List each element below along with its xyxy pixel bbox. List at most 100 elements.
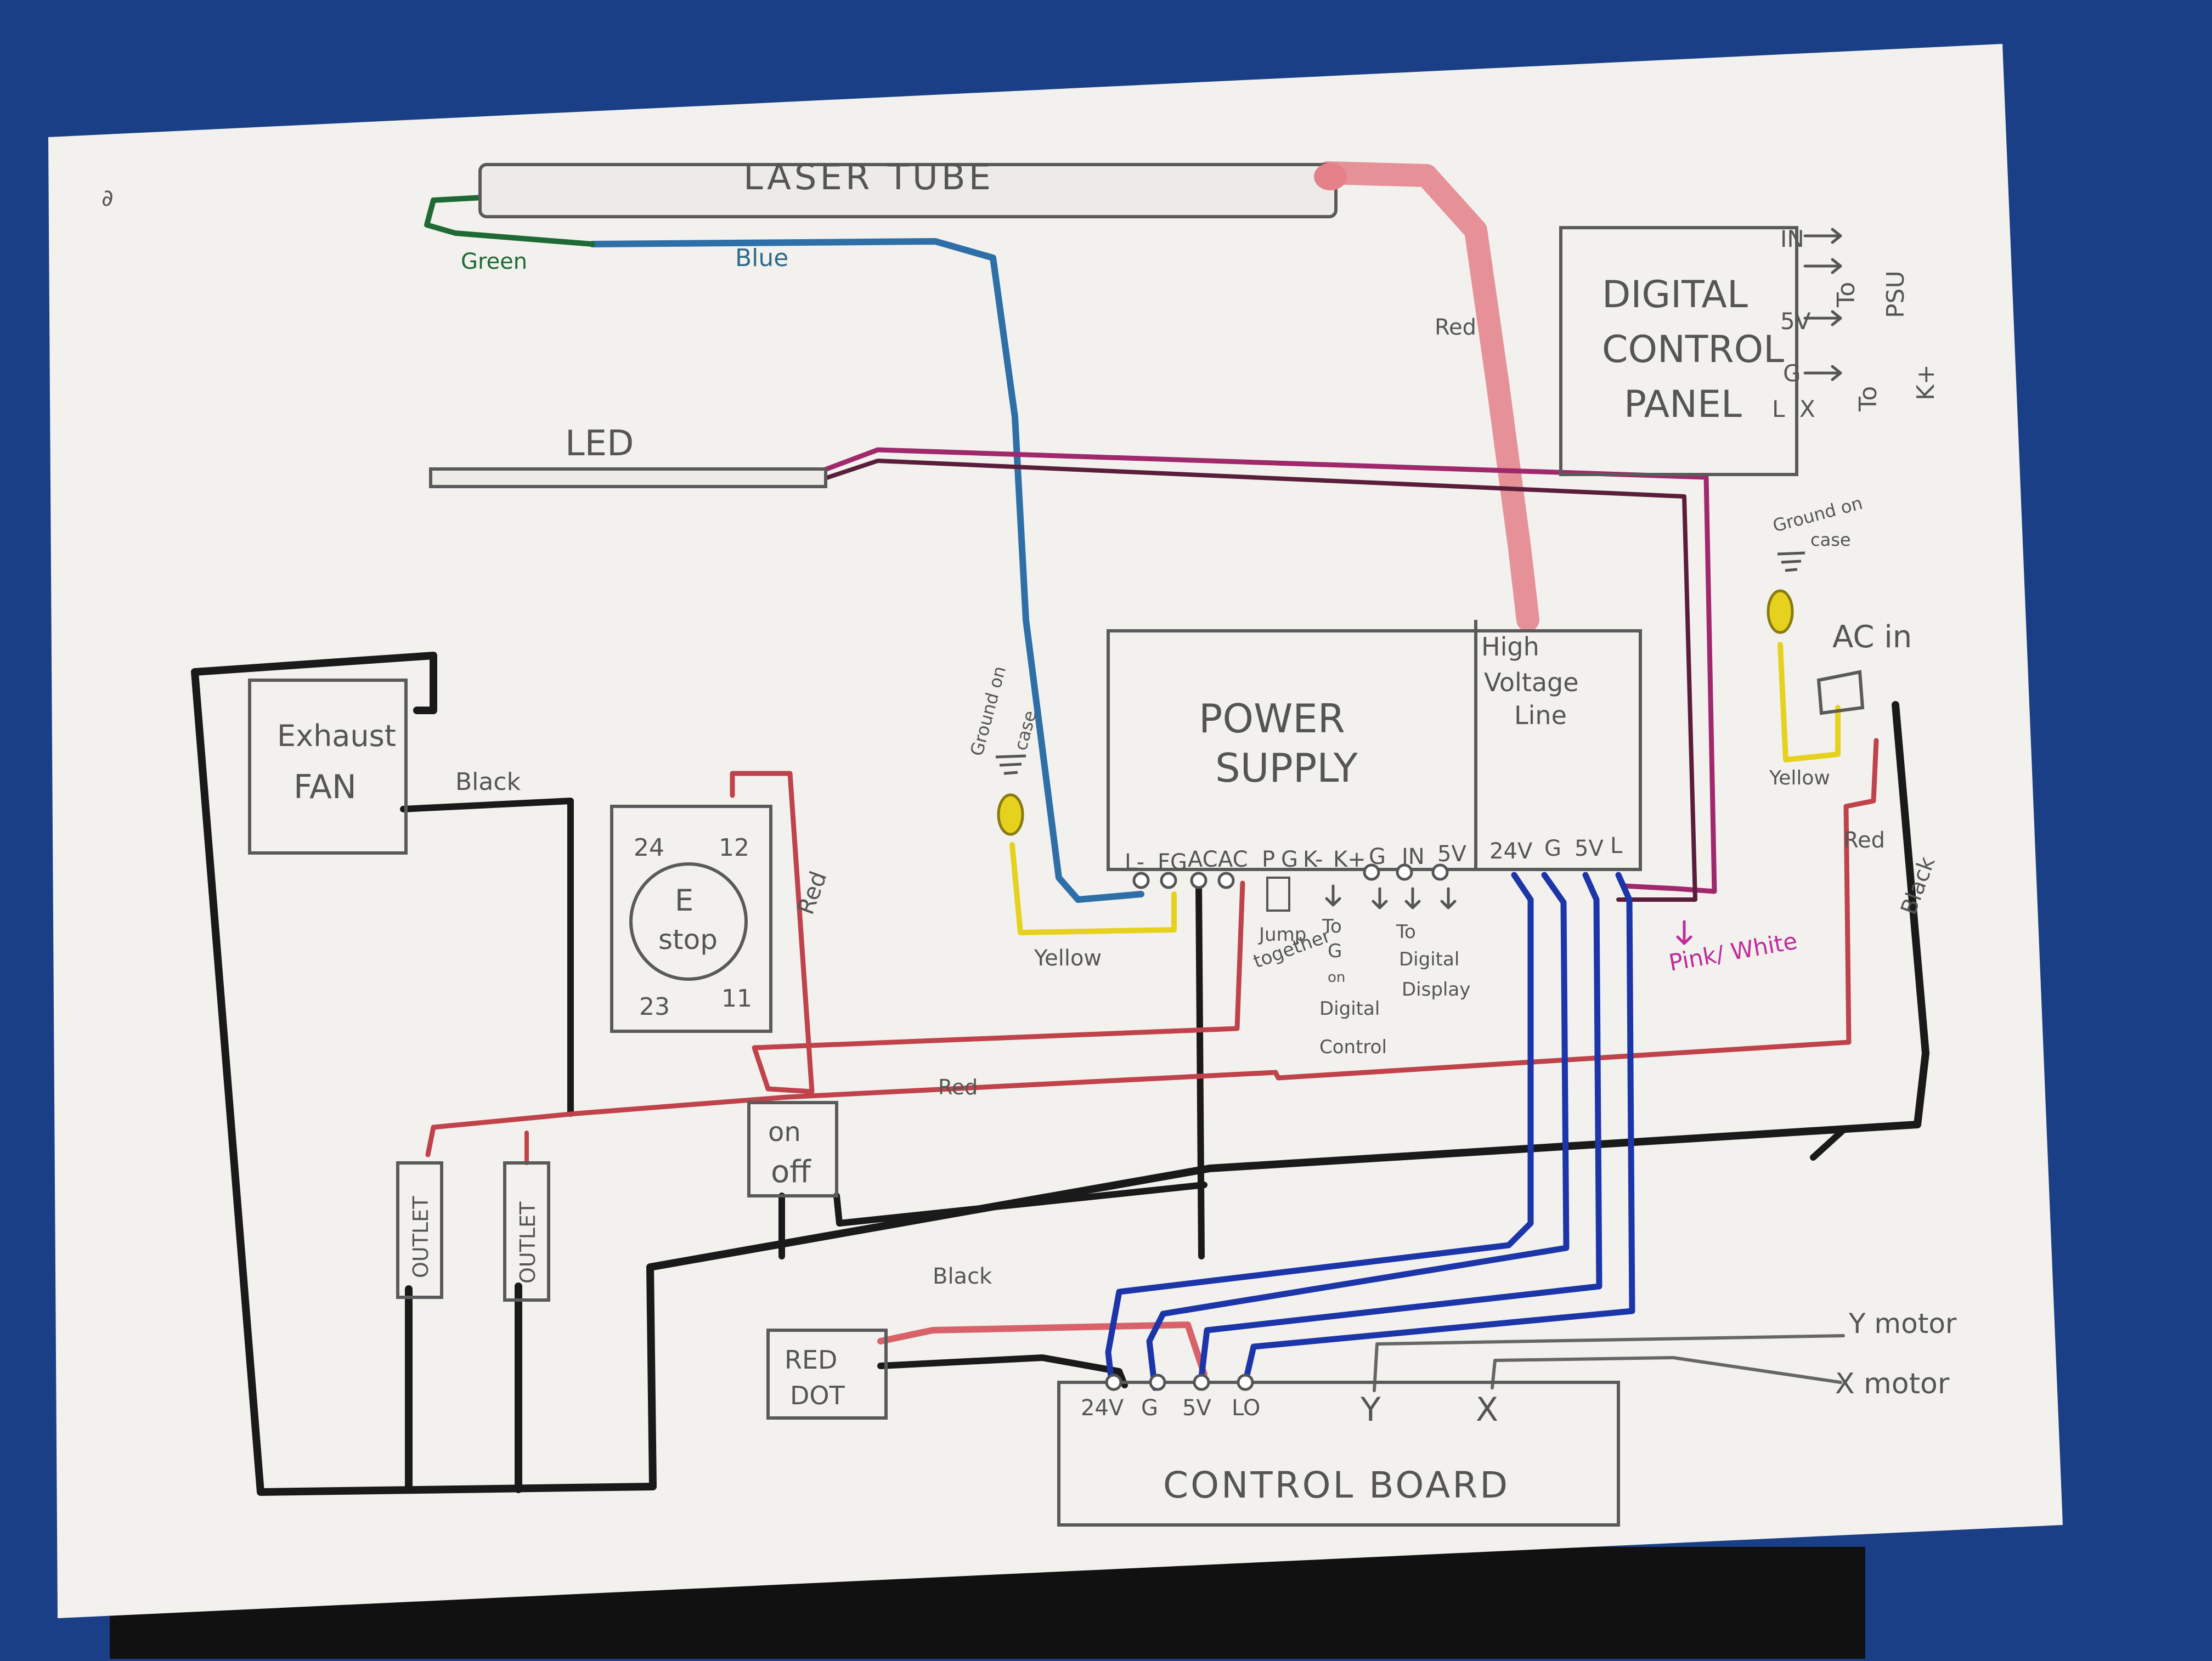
control-board <box>1057 1381 1620 1527</box>
psu-term-l-minus: L- <box>1125 850 1144 875</box>
label-panel-3: PANEL <box>1624 383 1742 426</box>
panel-pin-l: L <box>1772 396 1785 422</box>
black-wire-psu-ac <box>1195 880 1205 1259</box>
psu-note-to-g-1: To <box>1322 916 1342 937</box>
psu-note-to-g-5: Control <box>1319 1036 1387 1058</box>
on-off-switch <box>747 1101 838 1197</box>
ac-inlet <box>1816 670 1865 715</box>
psu-term-l: L <box>1610 833 1623 858</box>
motor-wire-x <box>1491 1356 1842 1389</box>
psu-term-p: P <box>1262 847 1275 872</box>
panel-note-to-psu-1: To <box>1832 282 1860 308</box>
blue-wire-5v <box>1198 872 1602 1380</box>
board-terminal-dots <box>1105 1374 1254 1391</box>
psu-term-5v: 5V <box>1437 841 1466 867</box>
dark-wire-led <box>810 459 1697 902</box>
board-term-lo: LO <box>1232 1396 1260 1421</box>
blue-wire-l <box>1242 872 1635 1386</box>
psu-note-to-display-1: To <box>1396 921 1416 943</box>
psu-terminal-dots <box>1132 863 1449 889</box>
wire-label-green: Green <box>461 249 527 274</box>
label-laser-tube: LASER TUBE <box>743 157 994 198</box>
psu-note-to-g-4: Digital <box>1319 998 1380 1020</box>
label-hv-1: High <box>1481 632 1539 662</box>
black-wire-fan <box>400 798 574 1117</box>
estop-term-12: 12 <box>719 834 749 862</box>
yellow-wire-psu-ground <box>1009 842 1177 935</box>
green-wire-laser <box>424 195 595 247</box>
label-x-motor: X motor <box>1835 1368 1950 1400</box>
panel-pin-x: X <box>1799 396 1815 422</box>
panel-pin-g: G <box>1783 360 1801 387</box>
psu-note-to-g-2: G <box>1328 940 1342 962</box>
blue-wire-24v <box>1105 872 1534 1380</box>
panel-note-to-k-2: K+ <box>1912 364 1940 400</box>
label-estop-2: stop <box>658 924 718 956</box>
red-wire-estop <box>730 771 1245 1094</box>
psu-jumper-box <box>1266 877 1290 912</box>
psu-term-fg: FG <box>1158 850 1187 875</box>
estop-term-24: 24 <box>634 834 664 862</box>
blue-wire-g <box>1146 872 1570 1391</box>
label-reddot-1: RED <box>785 1345 837 1375</box>
label-fan-2: FAN <box>294 768 357 806</box>
psu-term-k-plus: K+ <box>1333 847 1366 872</box>
psu-term-ac1: AC <box>1188 847 1218 872</box>
psu-note-to-g-3: on <box>1328 969 1345 986</box>
black-wire-reddot <box>877 1354 1128 1388</box>
label-control-board: CONTROL BOARD <box>1163 1464 1510 1506</box>
wire-label-yellow-ac: Yellow <box>1769 767 1830 789</box>
label-fan-1: Exhaust <box>277 719 396 753</box>
wire-label-red-hv: Red <box>1435 315 1476 340</box>
board-term-5v: 5V <box>1182 1396 1211 1421</box>
psu-term-g: G <box>1281 847 1298 872</box>
wire-label-blue: Blue <box>735 244 788 272</box>
digital-control-panel <box>1559 226 1798 476</box>
ground-note-ac-2: case <box>1810 529 1851 550</box>
ground-symbol-ac <box>1767 551 1805 634</box>
label-ac-in: AC in <box>1832 619 1912 655</box>
label-outlet-a: OUTLET <box>409 1196 433 1278</box>
black-wire-left-loop <box>191 652 1929 1496</box>
black-wire-switch <box>833 1182 1207 1227</box>
label-led: LED <box>565 423 634 464</box>
psu-term-k-minus: K- <box>1303 847 1323 872</box>
wire-label-red-ac: Red <box>1843 828 1885 853</box>
psu-term-g2: G <box>1369 844 1386 869</box>
psu-term-24v: 24V <box>1489 839 1533 864</box>
e-stop <box>610 805 772 1033</box>
board-term-g: G <box>1141 1396 1158 1421</box>
psu-term-g3: G <box>1544 836 1561 861</box>
label-power-supply-2: SUPPLY <box>1215 745 1358 791</box>
psu-term-5v2: 5V <box>1575 836 1604 861</box>
panel-pin-in: IN <box>1780 225 1804 252</box>
black-wire-acin-short <box>1810 1127 1847 1161</box>
blue-wire-laser <box>589 238 1144 903</box>
wire-label-black-fan: Black <box>455 768 521 796</box>
red-wire-reddot <box>877 1321 1207 1377</box>
psu-note-to-display-3: Display <box>1402 979 1470 1001</box>
laser-tube <box>478 163 1347 218</box>
label-switch-off: off <box>771 1154 811 1190</box>
label-outlet-b: OUTLET <box>516 1201 540 1284</box>
board-term-24v: 24V <box>1081 1396 1124 1421</box>
motor-wire-y <box>1373 1334 1845 1392</box>
label-power-supply-1: POWER <box>1199 696 1345 742</box>
led-strip <box>429 467 827 488</box>
wire-label-red-main: Red <box>938 1075 978 1099</box>
wire-label-yellow-psu: Yellow <box>1034 946 1102 971</box>
pink-wire-led <box>809 447 1717 894</box>
outlet-b <box>503 1161 550 1302</box>
yellow-wire-ac-ground <box>1778 642 1841 762</box>
red-hv-wire <box>1316 161 1539 631</box>
panel-note-to-k-1: To <box>1854 386 1882 412</box>
psu-note-to-display-2: Digital <box>1399 948 1459 970</box>
estop-term-23: 23 <box>639 993 670 1021</box>
psu-term-ac2: AC <box>1218 847 1248 872</box>
label-panel-2: CONTROL <box>1602 328 1784 371</box>
red-dot-laser <box>766 1329 888 1420</box>
label-hv-2: Voltage <box>1484 668 1579 697</box>
label-switch-on: on <box>768 1117 801 1148</box>
board-term-y: Y <box>1360 1391 1381 1429</box>
